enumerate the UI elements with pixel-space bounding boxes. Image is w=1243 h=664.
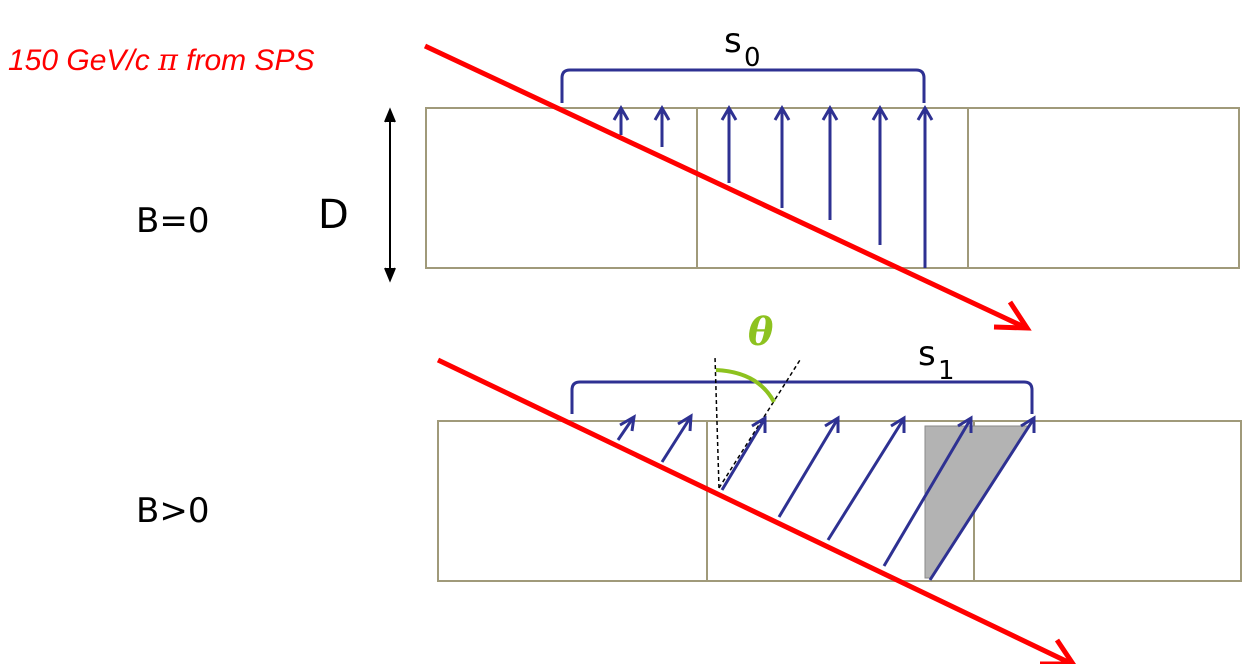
bottom-span-brace bbox=[570, 380, 1034, 414]
top-panel: s 0 D B=0 bbox=[136, 21, 1240, 331]
top-field-label: B=0 bbox=[136, 201, 209, 241]
top-beam-arrowhead bbox=[993, 300, 1032, 331]
bottom-field-label: B>0 bbox=[136, 491, 209, 531]
angle-arc bbox=[715, 368, 776, 403]
top-beam-track bbox=[423, 43, 1024, 329]
top-chamber-cell-right bbox=[967, 107, 1240, 269]
bottom-drift-arrow bbox=[720, 419, 766, 491]
top-chamber-cell-middle bbox=[696, 107, 969, 269]
depth-label: D bbox=[318, 192, 349, 238]
theta-label: θ bbox=[748, 309, 774, 354]
bottom-drift-arrow bbox=[882, 419, 972, 567]
beam-label: 150 GeV/c π from SPS bbox=[8, 43, 315, 78]
bottom-drift-arrow bbox=[826, 419, 905, 541]
bottom-span-subscript: 1 bbox=[938, 356, 955, 386]
top-span-subscript: 0 bbox=[744, 43, 761, 73]
bottom-beam-track bbox=[436, 357, 1070, 664]
bottom-drift-arrow bbox=[928, 419, 1035, 581]
top-span-brace bbox=[560, 68, 926, 103]
bottom-span-label: s bbox=[918, 334, 936, 374]
drift-direction-reference-line bbox=[718, 359, 801, 489]
bottom-beam-arrowhead bbox=[1040, 638, 1077, 664]
bottom-drift-arrow bbox=[777, 419, 839, 518]
top-drift-arrows bbox=[612, 105, 934, 268]
pi-symbol: π bbox=[157, 43, 179, 78]
bottom-drift-arrows bbox=[616, 413, 1036, 581]
bottom-chamber-cell-left bbox=[437, 420, 708, 582]
depth-arrow bbox=[384, 107, 396, 283]
top-span-label: s bbox=[724, 21, 742, 61]
vertical-reference-line bbox=[714, 356, 720, 489]
bottom-drift-arrow bbox=[660, 417, 692, 463]
bottom-drift-arrow bbox=[616, 417, 635, 441]
bottom-panel: s 1 θ B>0 bbox=[136, 309, 1242, 664]
top-chamber-cell-left bbox=[425, 107, 698, 269]
